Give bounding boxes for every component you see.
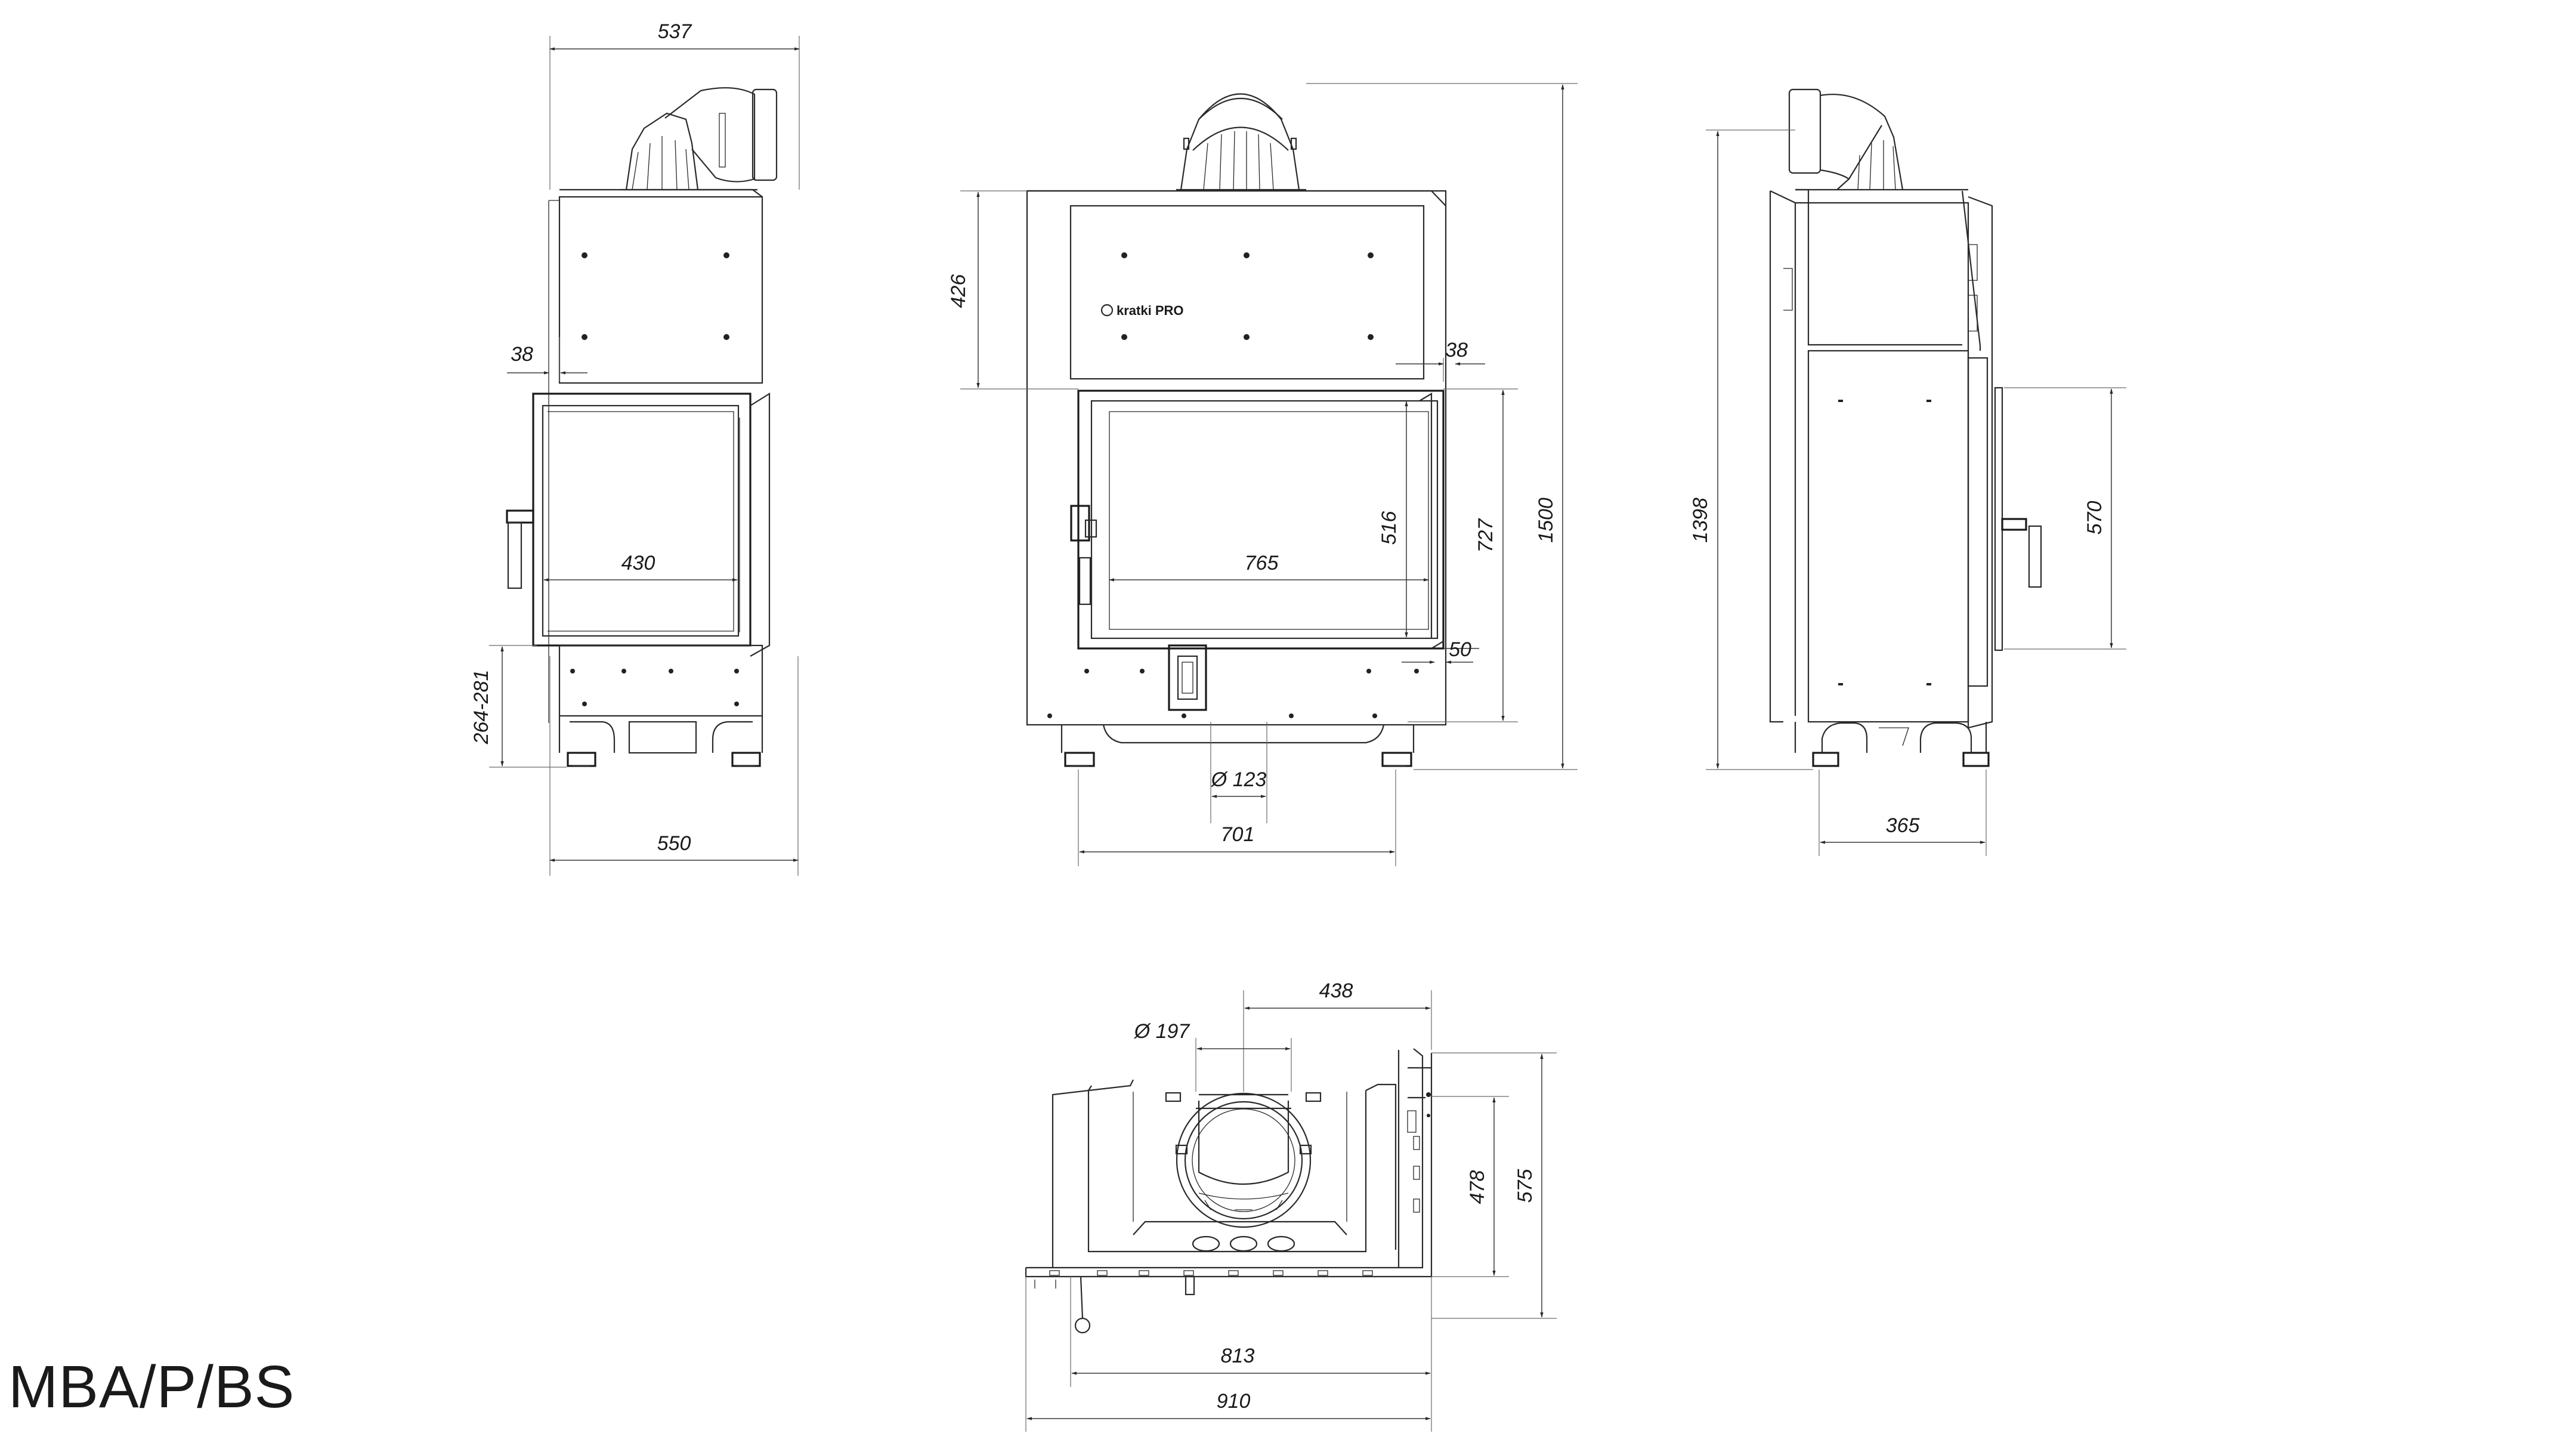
- brand-logo-text: kratki PRO: [1117, 303, 1184, 318]
- side-body: [1807, 350, 1969, 723]
- front-door-frame: [1077, 390, 1445, 650]
- dim-bottom-offset: 50: [1449, 638, 1471, 661]
- front-door-handle: [1070, 505, 1097, 605]
- side-left-dimensions: 537 38 430 264-281 550: [470, 20, 800, 876]
- side-rivets: [1838, 400, 1931, 685]
- model-title: MBA/P/BS: [8, 1354, 295, 1420]
- side-right-dimensions: 1398 570 365: [1689, 129, 2126, 856]
- dim-depth: 365: [1886, 814, 1920, 837]
- dim-glass-width-front: 765: [1245, 552, 1279, 574]
- brand-logo: kratki PRO: [1100, 303, 1184, 318]
- dim-top-width: 537: [658, 20, 692, 43]
- air-damper: [1168, 644, 1207, 711]
- dim-base-width: 550: [657, 832, 691, 855]
- door-handle: [506, 509, 534, 589]
- flue-elbow-right: [1788, 88, 1968, 191]
- dim-inner-width: 813: [1221, 1345, 1255, 1367]
- dim-side-total-height: 1398: [1689, 498, 1712, 543]
- top-flue-ring: [1165, 1092, 1322, 1228]
- dim-glass-width: 430: [621, 552, 655, 574]
- side-door-handle: [1994, 387, 2042, 651]
- door-glass: [542, 404, 740, 637]
- front-dimensions: 426 38 516 765 727 1500 50 Ø 123 701: [947, 83, 1578, 866]
- panel-rivets: [1121, 252, 1374, 340]
- dim-front-frame-offset: 38: [1445, 339, 1468, 362]
- dim-air-inlet: Ø 123: [1211, 768, 1267, 791]
- lower-rivets-front: [1047, 669, 1419, 718]
- lower-casing: [558, 644, 763, 717]
- dim-glass-height: 516: [1378, 511, 1400, 545]
- top-dimensions: 438 Ø 197 478 575 813 910: [1025, 980, 1557, 1432]
- dim-total-height: 1500: [1535, 498, 1557, 543]
- upper-casing: [558, 196, 763, 384]
- casing-rivets: [582, 252, 729, 340]
- dim-upper-height: 426: [947, 274, 970, 308]
- side-view-right: [1769, 88, 2042, 767]
- dim-frame-offset: 38: [511, 343, 533, 366]
- dim-outer-width: 910: [1217, 1390, 1251, 1413]
- top-handle: [1034, 1275, 1195, 1334]
- dim-inner-depth: 478: [1466, 1170, 1489, 1204]
- top-side-rail: [1397, 1050, 1431, 1268]
- dim-outer-depth: 575: [1514, 1169, 1536, 1203]
- dim-base-width-front: 701: [1221, 823, 1255, 846]
- flue-elbow: [620, 87, 778, 191]
- side-legs: [1812, 752, 1990, 767]
- dim-door-height: 570: [2083, 501, 2106, 535]
- front-view: kratki PRO: [1026, 93, 1447, 767]
- top-view: [1025, 1048, 1433, 1334]
- dim-leg-height: 264-281: [470, 670, 493, 745]
- legs: [567, 752, 761, 767]
- door-frame: [532, 393, 752, 647]
- front-legs: [1064, 752, 1412, 767]
- flue-collar: [1176, 93, 1306, 191]
- upper-panel: [1069, 205, 1425, 380]
- side-view-left: [506, 87, 778, 767]
- dim-opening-height: 727: [1474, 518, 1497, 553]
- dim-flue-offset: 438: [1319, 980, 1353, 1002]
- dim-flue-diameter: Ø 197: [1134, 1020, 1190, 1043]
- front-casing: [1026, 190, 1447, 726]
- top-holes: [1049, 1235, 1373, 1276]
- lower-rivets: [570, 669, 739, 706]
